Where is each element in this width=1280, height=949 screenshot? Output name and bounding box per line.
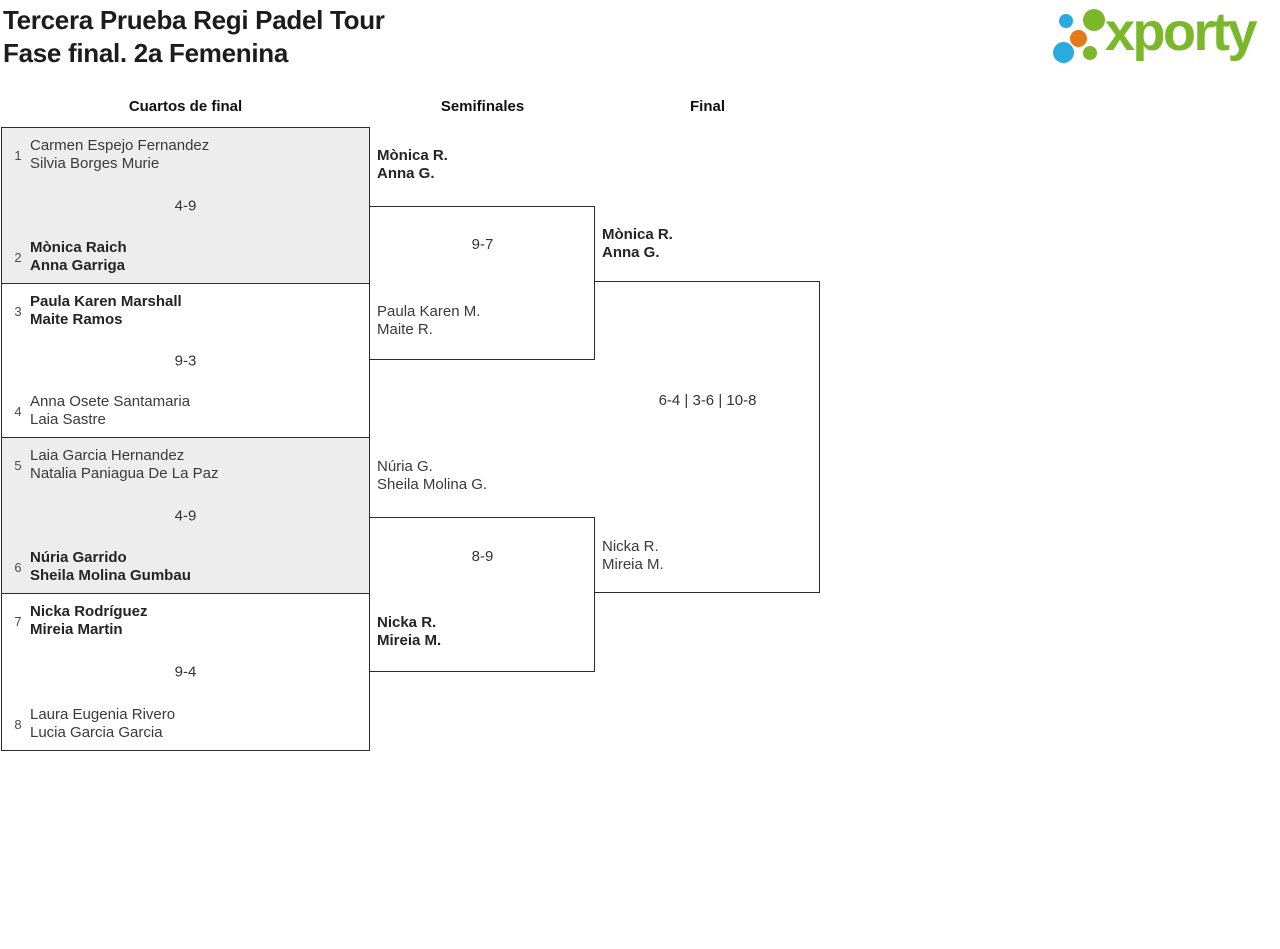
qf-match-1: 1 Carmen Espejo Fernandez Silvia Borges …: [1, 127, 370, 283]
match-score: 9-3: [174, 352, 197, 369]
phase-category: Fase final. 2a Femenina: [3, 38, 288, 68]
sf2-team-bottom: Nicka R. Mireia M.: [377, 614, 442, 649]
sf1-score: 9-7: [471, 236, 494, 253]
team-names: Mònica Raich Anna Garriga: [30, 239, 127, 274]
match-score: 4-9: [174, 507, 197, 524]
column-header-quarterfinals: Cuartos de final: [128, 98, 243, 115]
team-names: Laura Eugenia Rivero Lucia Garcia Garcia: [30, 706, 176, 741]
xporty-logo[interactable]: xporty: [1050, 2, 1275, 75]
final-team-bottom: Nicka R. Mireia M.: [602, 538, 664, 573]
qf-match-3: 5 Laia Garcia Hernandez Natalia Paniagua…: [1, 437, 370, 593]
qf1-team-bottom: 2 Mònica Raich Anna Garriga: [10, 239, 361, 275]
qf1-team-top: 1 Carmen Espejo Fernandez Silvia Borges …: [10, 137, 361, 173]
qf2-team-bottom: 4 Anna Osete Santamaria Laia Sastre: [10, 393, 361, 429]
sf-match-2-box: [370, 517, 595, 672]
sf-match-1-box: [370, 206, 595, 360]
seed-number: 2: [14, 249, 22, 265]
team-names: Paula Karen Marshall Maite Ramos: [30, 293, 182, 328]
match-score: 9-4: [174, 663, 197, 681]
team-names: Carmen Espejo Fernandez Silvia Borges Mu…: [30, 137, 210, 172]
match-score: 4-9: [174, 197, 197, 214]
logo-dot-blue-large: [1053, 42, 1074, 63]
column-header-final: Final: [689, 98, 725, 115]
sf1-team-top: Mònica R. Anna G.: [377, 147, 448, 182]
qf3-team-bottom: 6 Núria Garrido Sheila Molina Gumbau: [10, 549, 361, 585]
qf2-team-top: 3 Paula Karen Marshall Maite Ramos: [10, 293, 361, 329]
seed-number: 8: [14, 716, 22, 732]
final-match-box: [595, 281, 820, 593]
qf-match-4: 7 Nicka Rodríguez Mireia Martin 9-4 8 La…: [1, 593, 370, 751]
page-title: Tercera Prueba Regi Padel Tour Fase fina…: [3, 4, 385, 70]
qf4-team-top: 7 Nicka Rodríguez Mireia Martin: [10, 603, 361, 639]
sf1-team-bottom: Paula Karen M. Maite R.: [377, 303, 481, 338]
qf4-team-bottom: 8 Laura Eugenia Rivero Lucia Garcia Garc…: [10, 706, 361, 742]
column-header-semifinals: Semifinales: [440, 98, 525, 115]
final-score: 6-4 | 3-6 | 10-8: [658, 392, 757, 409]
logo-wordmark: xporty: [1105, 2, 1258, 62]
qf-match-2: 3 Paula Karen Marshall Maite Ramos 9-3 4…: [1, 283, 370, 437]
logo-dot-green-large: [1083, 9, 1105, 31]
qf3-team-top: 5 Laia Garcia Hernandez Natalia Paniagua…: [10, 447, 361, 483]
team-names: Nicka Rodríguez Mireia Martin: [30, 603, 148, 638]
seed-number: 1: [14, 147, 22, 163]
logo-dot-blue-small: [1059, 14, 1073, 28]
logo-dot-orange: [1070, 30, 1087, 47]
seed-number: 5: [14, 457, 22, 473]
team-names: Laia Garcia Hernandez Natalia Paniagua D…: [30, 447, 219, 482]
seed-number: 4: [14, 403, 22, 419]
final-team-top: Mònica R. Anna G.: [602, 226, 673, 261]
logo-dot-green-small: [1083, 46, 1097, 60]
seed-number: 3: [14, 303, 22, 319]
team-names: Anna Osete Santamaria Laia Sastre: [30, 393, 191, 428]
tournament-name: Tercera Prueba Regi Padel Tour: [3, 5, 385, 35]
sf2-score: 8-9: [471, 548, 494, 565]
sf2-team-top: Núria G. Sheila Molina G.: [377, 458, 488, 493]
seed-number: 7: [14, 613, 22, 629]
team-names: Núria Garrido Sheila Molina Gumbau: [30, 549, 191, 584]
seed-number: 6: [14, 559, 22, 575]
